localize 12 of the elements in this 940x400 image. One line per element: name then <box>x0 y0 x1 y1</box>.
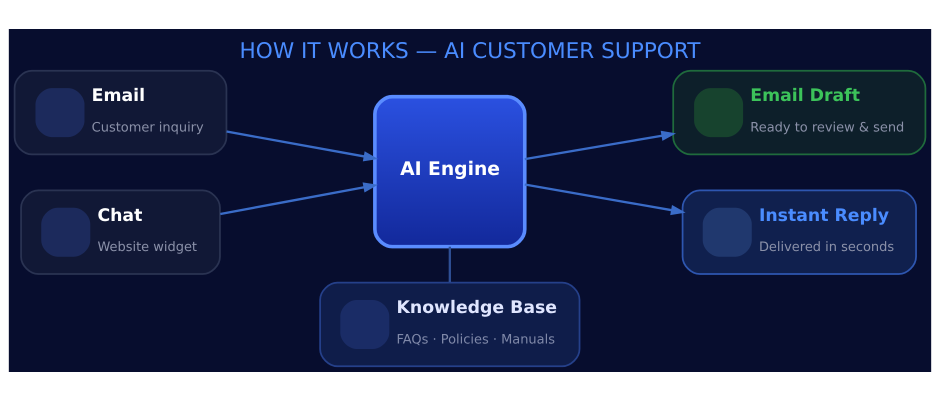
arrow <box>524 182 686 215</box>
node-box: Email Customer inquiry <box>14 69 228 155</box>
node-box: Instant Reply Delivered in seconds <box>682 189 917 274</box>
arrow <box>220 182 378 215</box>
connector <box>448 246 451 282</box>
node-box: Email Draft Ready to review & send <box>672 69 926 155</box>
arrow <box>524 130 676 160</box>
arrow <box>226 130 378 161</box>
node-box: AI Engine <box>373 94 527 248</box>
node-box: Chat Website widget <box>20 189 221 274</box>
node-box: Knowledge Base FAQs · Policies · Manuals <box>319 281 580 367</box>
diagram-title: HOW IT WORKS — AI CUSTOMER SUPPORT <box>240 38 700 64</box>
